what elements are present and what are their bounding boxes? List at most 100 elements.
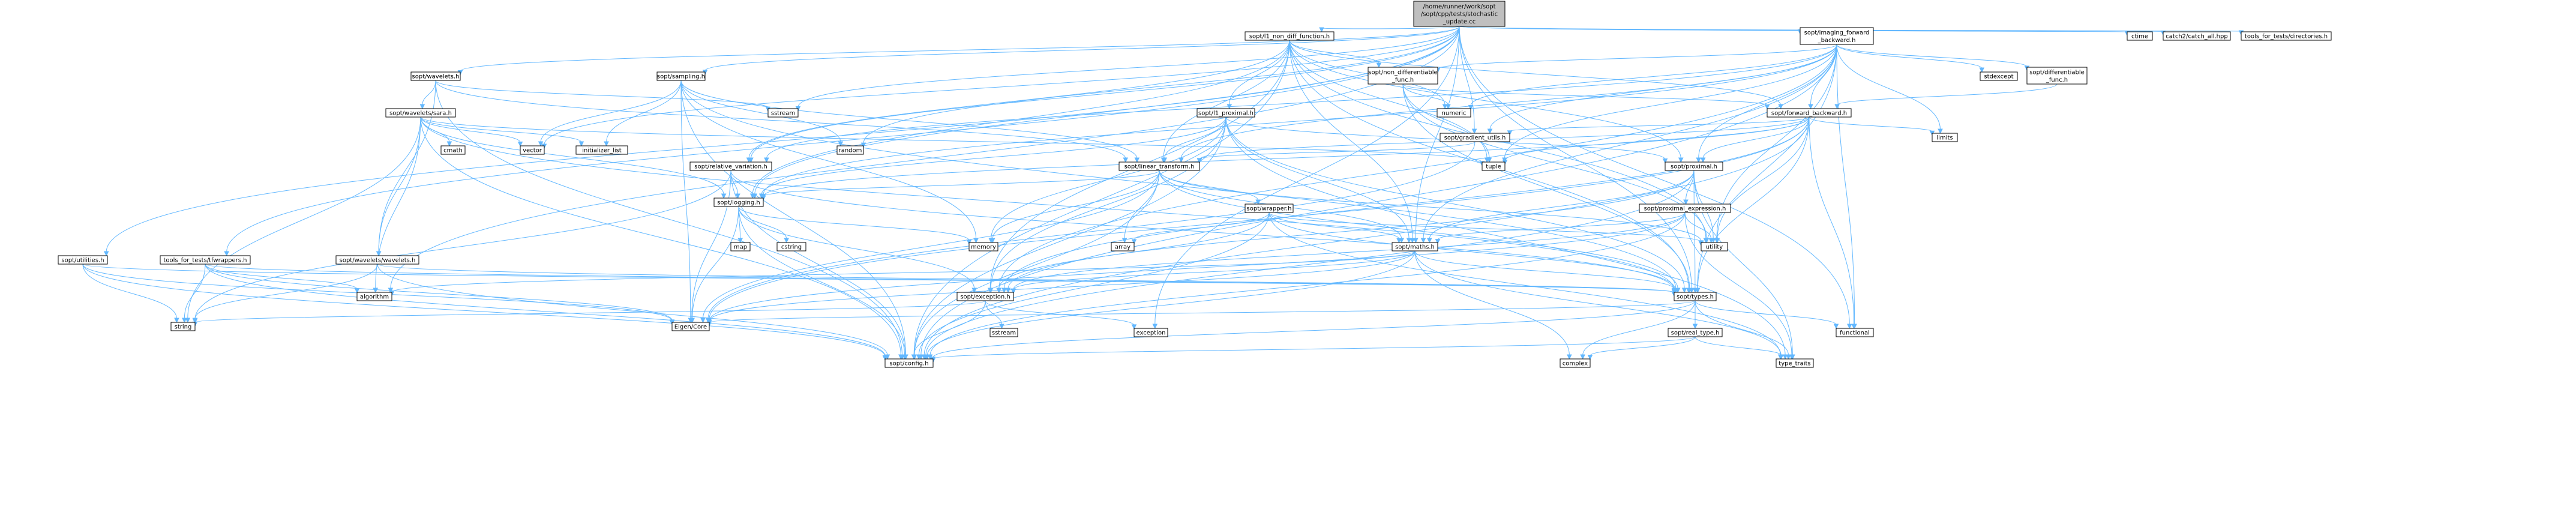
node-label: sopt/proximal_expression.h — [1644, 206, 1726, 212]
node-label: cstring — [781, 244, 802, 251]
node-utility: utility — [1701, 242, 1728, 251]
node-complex: complex — [1560, 358, 1591, 368]
node-relative-variation[interactable]: sopt/relative_variation.h — [689, 161, 772, 171]
edge-l1_non_diff-to-relative_variation — [746, 40, 1290, 163]
node-label: random — [839, 148, 862, 154]
edge-utilities_h-to-string — [82, 264, 179, 324]
node-initializer-list: initializer_list — [575, 145, 628, 155]
edge-types_h-to-config_h — [930, 300, 1696, 362]
node-gradient-utils[interactable]: sopt/gradient_utils.h — [1440, 133, 1510, 142]
edge-gradient_utils-to-eigen_core — [705, 141, 1476, 324]
node-types-h[interactable]: sopt/types.h — [1674, 292, 1717, 301]
edge-proximal_expression-to-config_h — [927, 212, 1686, 360]
node-label: limits — [1936, 135, 1953, 142]
node-catch-all: catch2/catch_all.hpp — [2163, 31, 2231, 41]
node-label: ctime — [2131, 34, 2148, 40]
node-root[interactable]: /home/runner/work/sopt/sopt/cpp/tests/st… — [1413, 1, 1506, 27]
node-diff-func[interactable]: sopt/differentiable_func.h — [2026, 67, 2088, 85]
edge-forward_backward-to-utility — [1714, 116, 1810, 244]
node-label: type_traits — [1779, 361, 1810, 367]
edge-l1_non_diff-to-maths_h — [1289, 40, 1416, 244]
edge-sampling_h-to-random — [680, 80, 844, 147]
node-label: sopt/exception.h — [960, 294, 1010, 301]
edge-logging_h-to-config_h — [738, 206, 907, 360]
edge-l1_non_diff-to-non_diff_func — [1289, 40, 1382, 68]
node-wavelets-sara[interactable]: sopt/wavelets/sara.h — [385, 108, 456, 118]
node-label: _backward.h — [1818, 37, 1856, 44]
edge-l1_proximal-to-exception_h — [988, 116, 1226, 294]
node-label: sopt/wavelets/sara.h — [389, 110, 452, 117]
node-forward-backward[interactable]: sopt/forward_backward.h — [1767, 108, 1852, 118]
edge-wavelets_sara-to-wavelets_wavelets — [376, 116, 421, 257]
node-label: sopt/wrapper.h — [1247, 206, 1292, 212]
node-label: sopt/types.h — [1677, 294, 1714, 301]
node-proximal-expression[interactable]: sopt/proximal_expression.h — [1639, 203, 1731, 213]
node-label: functional — [1840, 330, 1870, 337]
edge-wavelets_wavelets-to-string — [192, 264, 378, 324]
node-label: sopt/utilities.h — [61, 258, 104, 264]
node-label: sopt/imaging_forward — [1804, 29, 1870, 36]
edge-root-to-functional — [1459, 26, 1852, 330]
node-label: Eigen/Core — [674, 324, 707, 331]
node-label: cmath — [443, 148, 463, 154]
edge-real_type-to-config_h — [930, 336, 1696, 363]
edge-real_type-to-type_traits — [1695, 336, 1784, 360]
node-label: _func.h — [1392, 77, 1414, 83]
node-sampling-h[interactable]: sopt/sampling.h — [656, 71, 706, 81]
node-tools-tfwrappers[interactable]: tools_for_tests/tfwrappers.h — [160, 255, 251, 265]
node-linear-transform[interactable]: sopt/linear_transform.h — [1118, 161, 1200, 171]
edge-proximal_expression-to-utility — [1684, 212, 1714, 244]
node-array: array — [1111, 242, 1135, 251]
node-config-h[interactable]: sopt/config.h — [884, 358, 934, 368]
node-utilities-h[interactable]: sopt/utilities.h — [58, 255, 108, 265]
node-label: catch2/catch_all.hpp — [2166, 34, 2227, 40]
node-tools-dirs: tools_for_tests/directories.h — [2241, 31, 2332, 41]
edge-linear_transform-to-types_h — [1159, 170, 1681, 294]
edge-wavelets_wavelets-to-config_h — [377, 264, 890, 360]
node-label: sopt/proximal.h — [1671, 164, 1717, 170]
node-maths-h[interactable]: sopt/maths.h — [1392, 242, 1438, 251]
edge-l1_proximal-to-linear_transform — [1162, 116, 1226, 163]
node-cmath: cmath — [440, 145, 466, 155]
node-non-diff-func[interactable]: sopt/non_differentiable_func.h — [1368, 67, 1438, 85]
edge-linear_transform-to-config_h — [911, 170, 1160, 360]
node-label: array — [1115, 244, 1130, 251]
edge-forward_backward-to-tuple — [1502, 116, 1810, 165]
edge-types_h-to-functional — [1695, 300, 1839, 330]
node-stdexcept: stdexcept — [1980, 71, 2018, 81]
node-exception-h[interactable]: sopt/exception.h — [956, 292, 1014, 301]
node-random: random — [836, 145, 864, 155]
node-proximal-h[interactable]: sopt/proximal.h — [1665, 161, 1723, 171]
node-label: /home/runner/work/sopt — [1423, 4, 1495, 10]
edge-proximal_expression-to-eigen_core — [706, 212, 1686, 325]
edge-sampling_h-to-memory — [680, 80, 979, 244]
node-wavelets-wavelets[interactable]: sopt/wavelets/wavelets.h — [335, 255, 419, 265]
edge-sampling_h-to-initializer_list — [604, 80, 682, 147]
node-ctime: ctime — [2127, 31, 2153, 41]
node-imaging-fb[interactable]: sopt/imaging_forward_backward.h — [1800, 27, 1874, 45]
edge-l1_proximal-to-maths_h — [1225, 116, 1412, 244]
edge-imaging_fb-to-functional — [1836, 44, 1857, 330]
node-exception: exception — [1133, 328, 1168, 337]
node-wrapper-h[interactable]: sopt/wrapper.h — [1244, 203, 1294, 213]
edge-types_h-to-eigen_core — [706, 300, 1696, 327]
edge-relative_variation-to-string — [192, 170, 731, 324]
node-l1-non-diff[interactable]: sopt/l1_non_diff_function.h — [1244, 31, 1335, 41]
edge-non_diff_func-to-forward_backward — [1402, 83, 1770, 110]
node-vector: vector — [520, 145, 545, 155]
edge-imaging_fb-to-diff_func — [1836, 44, 2030, 71]
node-label: string — [175, 324, 192, 331]
node-memory: memory — [968, 242, 998, 251]
node-l1-proximal[interactable]: sopt/l1_proximal.h — [1196, 108, 1255, 118]
node-type-traits: type_traits — [1776, 358, 1814, 368]
node-logging-h[interactable]: sopt/logging.h — [713, 197, 764, 207]
node-wavelets-h[interactable]: sopt/wavelets.h — [410, 71, 461, 81]
node-label: sstream — [771, 110, 795, 117]
edge-root-to-l1_non_diff — [1319, 26, 1460, 33]
edge-types_h-to-complex — [1580, 300, 1696, 360]
edge-maths_h-to-config_h — [925, 250, 1416, 360]
node-real-type[interactable]: sopt/real_type.h — [1668, 328, 1723, 337]
edge-linear_transform-to-eigen_core — [700, 170, 1160, 324]
edge-imaging_fb-to-stdexcept — [1836, 44, 1985, 73]
